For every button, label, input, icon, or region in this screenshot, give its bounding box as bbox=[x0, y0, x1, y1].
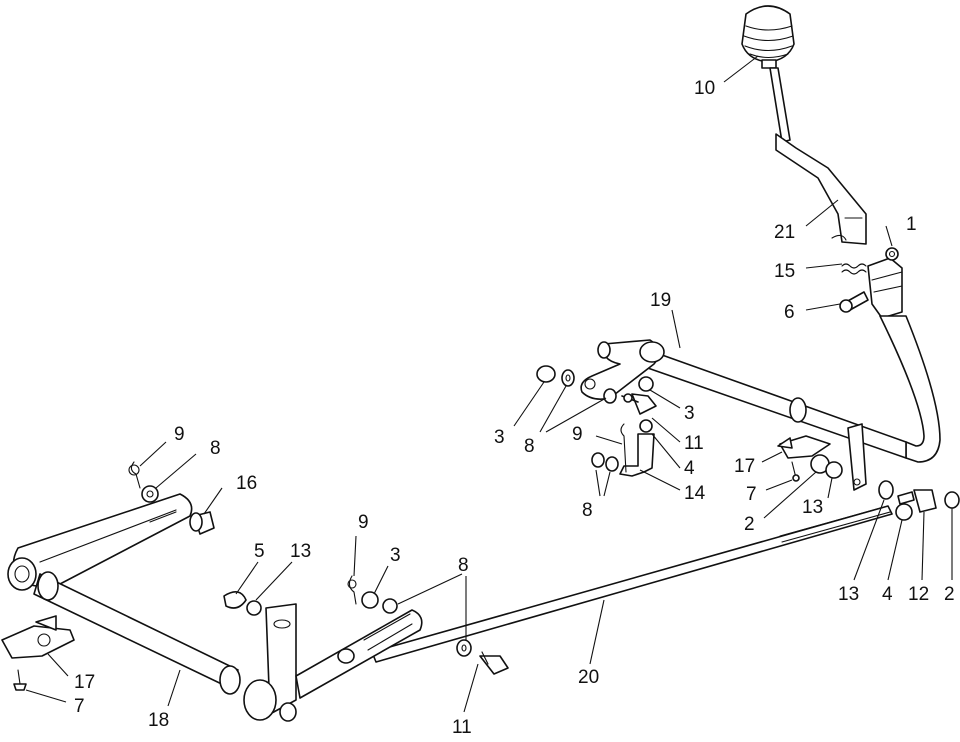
callout-6: 6 bbox=[784, 302, 795, 323]
callout-15: 15 bbox=[774, 261, 795, 282]
callout-8c: 8 bbox=[210, 438, 221, 459]
callout-21: 21 bbox=[774, 222, 795, 243]
callout-8a: 8 bbox=[524, 436, 535, 457]
callout-20: 20 bbox=[578, 667, 599, 688]
lever-pivot-bracket bbox=[831, 234, 903, 319]
gear-lever-rod bbox=[769, 67, 867, 245]
pin-14 bbox=[619, 423, 655, 477]
bracket-17-left bbox=[1, 615, 75, 691]
callout-3a: 3 bbox=[494, 427, 505, 448]
spring bbox=[841, 263, 867, 275]
callout-5: 5 bbox=[254, 541, 265, 562]
callout-numbers: 10 21 1 15 6 19 3 8 3 9 11 4 14 8 17 7 1… bbox=[74, 78, 955, 738]
callout-13a: 13 bbox=[802, 497, 823, 518]
callout-7a: 7 bbox=[746, 484, 757, 505]
pin-16 bbox=[189, 511, 215, 535]
callout-13b: 13 bbox=[290, 541, 311, 562]
callout-19: 19 bbox=[650, 290, 671, 311]
callout-8b: 8 bbox=[582, 500, 593, 521]
callout-12: 12 bbox=[908, 584, 929, 605]
cotter-pin-mid bbox=[347, 575, 398, 614]
callout-16: 16 bbox=[236, 473, 257, 494]
lower-cross-shaft-18 bbox=[33, 571, 241, 695]
callout-11b: 11 bbox=[452, 717, 472, 738]
lever-knob bbox=[741, 5, 795, 69]
callout-4b: 4 bbox=[882, 584, 893, 605]
nut-1 bbox=[885, 247, 899, 261]
callout-14: 14 bbox=[684, 483, 706, 504]
callout-17a: 17 bbox=[734, 456, 755, 477]
callout-9a: 9 bbox=[572, 424, 583, 445]
callout-17b: 17 bbox=[74, 672, 95, 693]
callout-3b: 3 bbox=[684, 403, 695, 424]
pivot-block-11 bbox=[621, 376, 657, 433]
upper-cross-shaft bbox=[641, 349, 907, 491]
callout-2a: 2 bbox=[744, 514, 755, 535]
leader-lines bbox=[25, 55, 953, 713]
small-bracket-17 bbox=[777, 435, 831, 482]
callout-18: 18 bbox=[148, 710, 169, 731]
callout-1: 1 bbox=[906, 214, 917, 235]
callout-9c: 9 bbox=[358, 512, 369, 533]
clevis-13 bbox=[810, 454, 843, 479]
shaft-arm-19 bbox=[580, 339, 665, 400]
callout-11a: 11 bbox=[684, 433, 704, 454]
callout-7b: 7 bbox=[74, 696, 85, 717]
washers-3-8 bbox=[536, 365, 617, 404]
callout-8d: 8 bbox=[458, 555, 469, 576]
washer-8-left bbox=[141, 485, 159, 503]
cotter-pin-left bbox=[128, 461, 141, 489]
rod-end-parts bbox=[878, 480, 960, 521]
pin-11-lower bbox=[479, 651, 509, 675]
callout-4a: 4 bbox=[684, 458, 695, 479]
callout-9b: 9 bbox=[174, 424, 185, 445]
connecting-rod-20 bbox=[371, 505, 893, 663]
callout-3c: 3 bbox=[390, 545, 401, 566]
clip-5 bbox=[223, 591, 262, 616]
callout-13c: 13 bbox=[838, 584, 859, 605]
left-arm bbox=[7, 493, 193, 591]
washer-8-lower bbox=[456, 639, 472, 657]
washers-8-mid bbox=[591, 452, 619, 472]
drive-arm bbox=[295, 609, 423, 699]
vertical-arm bbox=[243, 603, 297, 722]
callout-10: 10 bbox=[694, 78, 715, 99]
bolt-6 bbox=[839, 291, 869, 313]
callout-2b: 2 bbox=[944, 584, 955, 605]
